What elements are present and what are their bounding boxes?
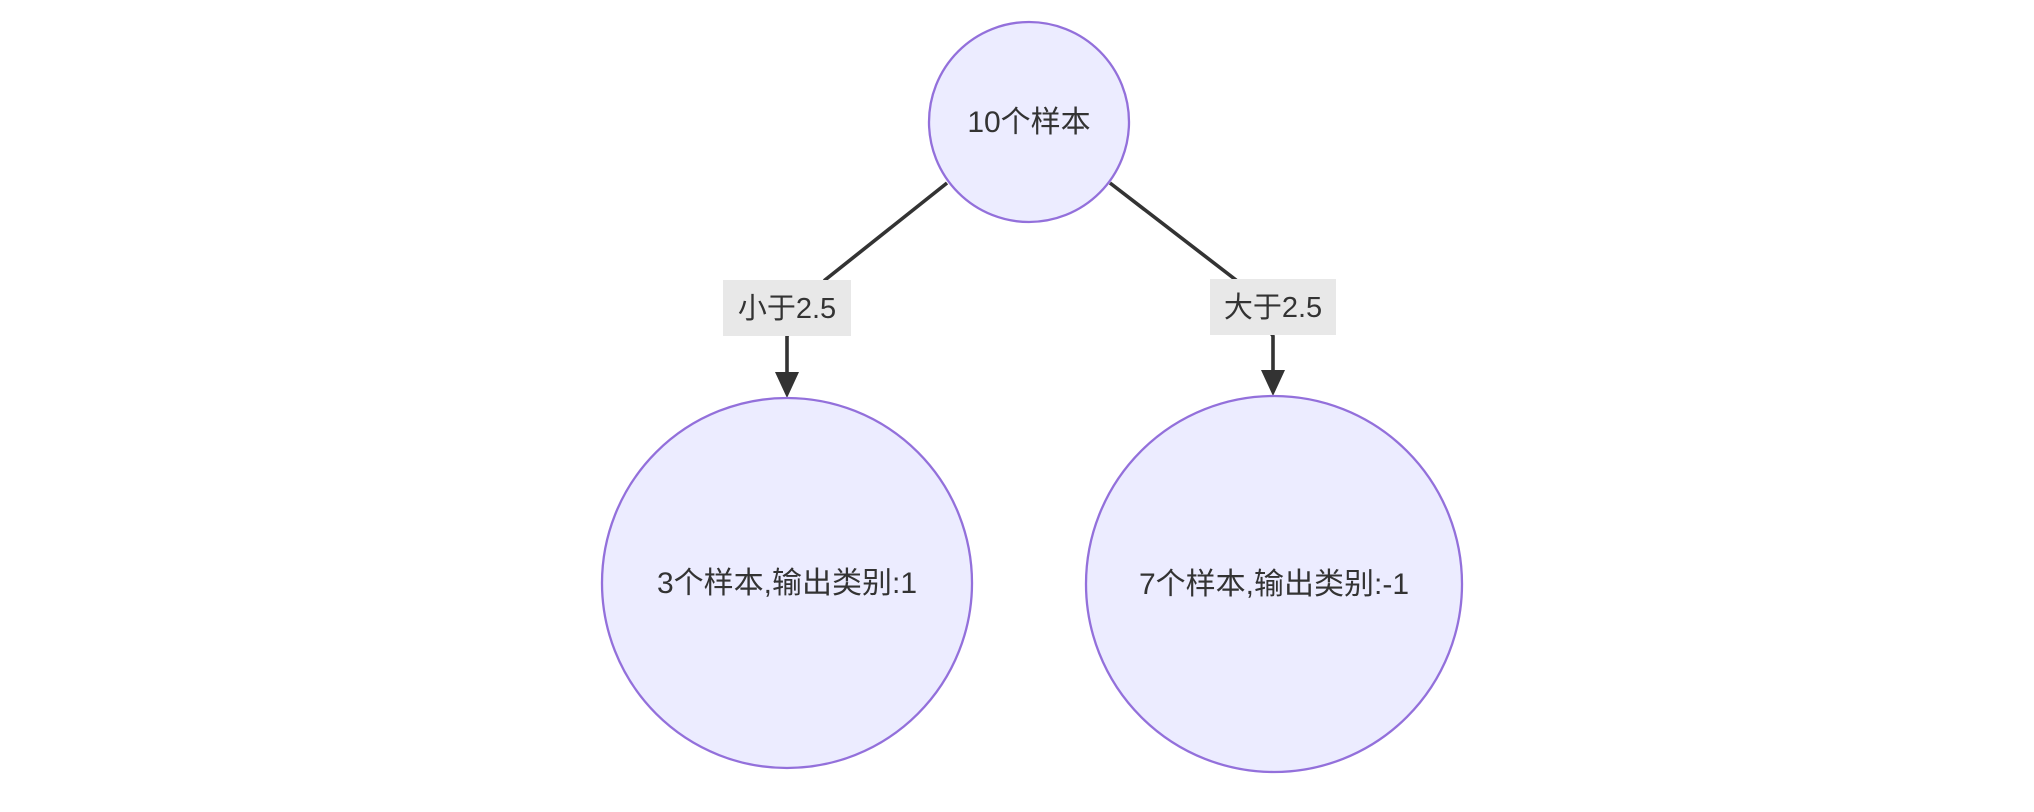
leaf-node-left-circle	[600, 396, 974, 770]
root-node-circle	[927, 20, 1131, 224]
edge-left-line	[785, 181, 949, 374]
edge-label-left-text: 小于2.5	[738, 293, 836, 325]
edge-label-left-bg	[723, 280, 851, 336]
edge-label-right-bg	[1210, 279, 1336, 335]
edge-left-arrowhead-icon	[775, 372, 799, 398]
root-node-label: 10个样本	[967, 106, 1090, 139]
edge-label-left: 小于2.5	[723, 280, 851, 336]
leaf-node-right: 7个样本,输出类别:-1	[1084, 394, 1464, 774]
edge-label-right: 大于2.5	[1210, 279, 1336, 335]
edge-right-line	[1108, 181, 1275, 372]
leaf-node-left-label: 3个样本,输出类别:1	[657, 567, 917, 600]
edge-label-right-text: 大于2.5	[1224, 291, 1322, 324]
root-node: 10个样本	[927, 20, 1131, 224]
leaf-node-right-circle	[1084, 394, 1464, 774]
leaf-node-left: 3个样本,输出类别:1	[600, 396, 974, 770]
leaf-node-right-label: 7个样本,输出类别:-1	[1139, 568, 1409, 601]
edge-right-arrowhead-icon	[1261, 370, 1285, 396]
